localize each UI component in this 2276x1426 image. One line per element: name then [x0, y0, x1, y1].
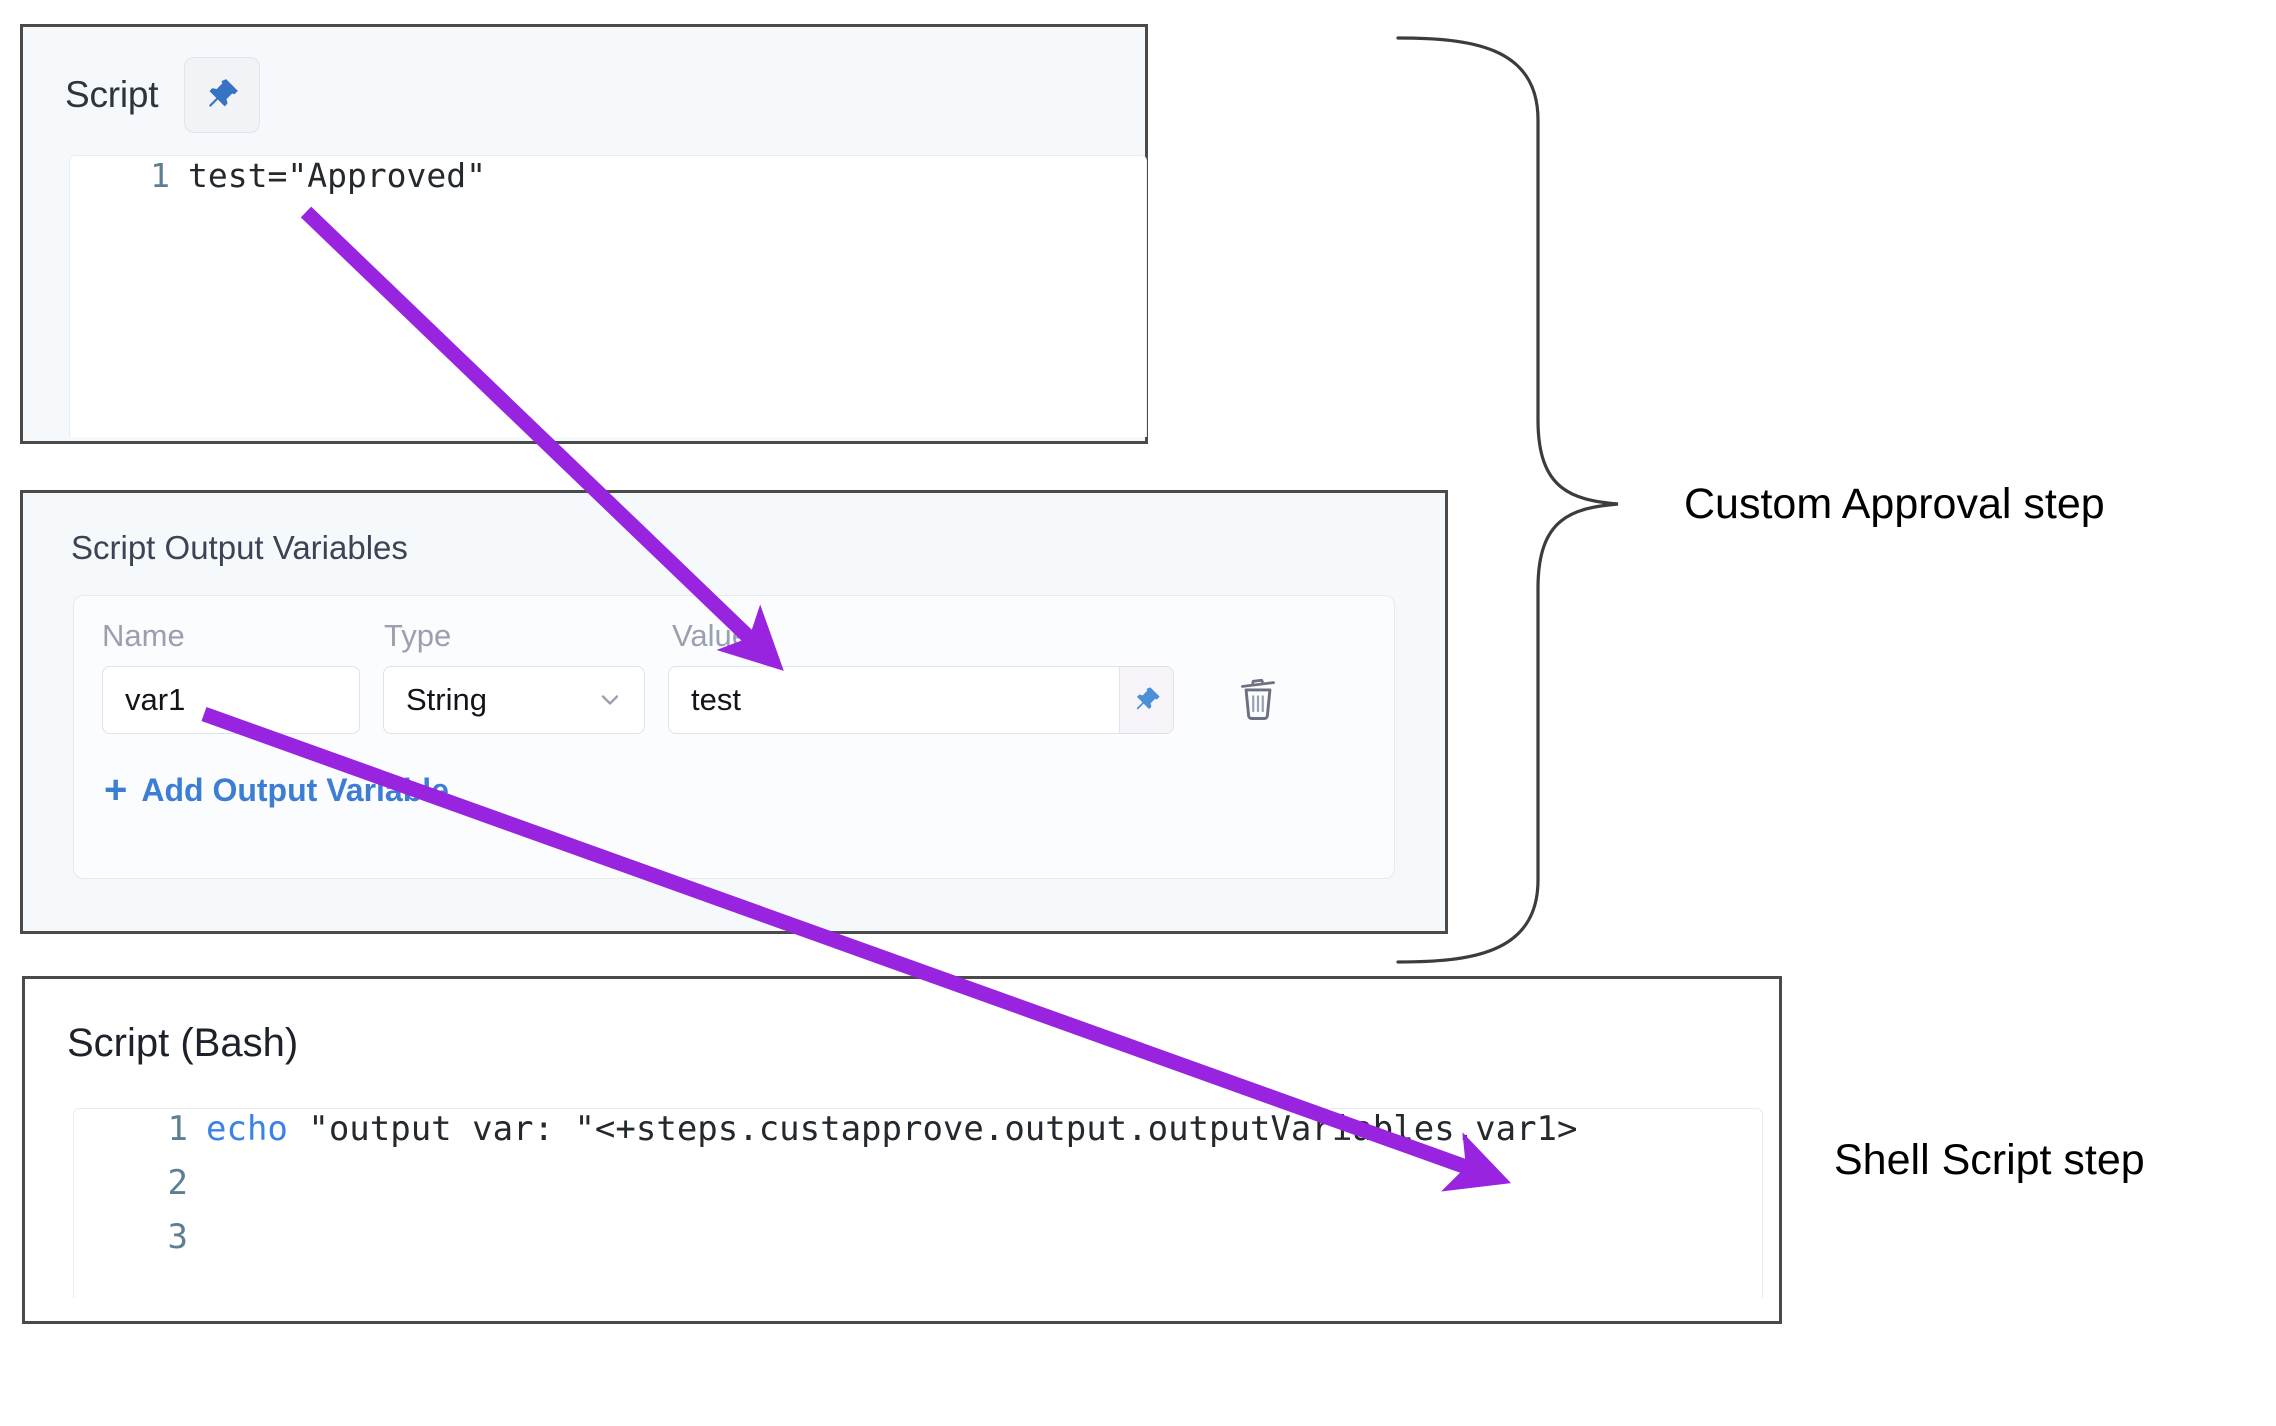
code-rest: "output var: "<+steps.custapprove.output… [287, 1109, 1578, 1149]
code-text: test="Approved" [188, 156, 487, 195]
pushpin-icon [209, 79, 239, 107]
value-pushpin-icon-button[interactable] [1119, 667, 1173, 733]
annotation-label-shell-script: Shell Script step [1834, 1136, 2145, 1184]
variable-type-value: String [406, 682, 487, 717]
chevron-down-icon [601, 695, 619, 705]
script-code-editor[interactable]: 1 test="Approved" [69, 155, 1147, 437]
column-headers: Name Type Value [74, 596, 1394, 654]
column-header-type: Type [384, 618, 452, 653]
script-panel: Script 1 test="Approved" [20, 24, 1148, 444]
variable-value-input[interactable]: test [669, 667, 1119, 733]
script-panel-header: Script [23, 27, 1145, 133]
output-variable-row: var1 String test [74, 654, 1394, 734]
script-panel-title: Script [65, 74, 159, 115]
column-header-value: Value [672, 618, 749, 653]
annotation-label-custom-approval: Custom Approval step [1684, 480, 2105, 528]
line-number: 1 [150, 156, 170, 195]
line-number: 3 [167, 1217, 188, 1257]
trash-icon [1241, 678, 1275, 720]
code-keyword: echo [206, 1109, 288, 1149]
add-output-variable-button[interactable]: + Add Output Variable [74, 734, 1394, 810]
code-line: 1 test="Approved" [70, 156, 1146, 210]
code-line: 3 [74, 1217, 1762, 1271]
bash-code-editor[interactable]: 1 echo "output var: "<+steps.custapprove… [73, 1108, 1763, 1298]
script-output-variables-panel: Script Output Variables Name Type Value … [20, 490, 1448, 934]
output-variables-card: Name Type Value var1 String test [73, 595, 1395, 879]
variable-type-select[interactable]: String [383, 666, 645, 734]
line-number: 1 [167, 1109, 188, 1149]
plus-icon: + [104, 768, 128, 812]
pushpin-icon-button[interactable] [184, 57, 261, 133]
add-output-variable-label: Add Output Variable [141, 771, 449, 808]
pushpin-icon [1136, 687, 1160, 710]
code-text: echo "output var: "<+steps.custapprove.o… [206, 1109, 1577, 1149]
variable-value-group: test [668, 666, 1174, 734]
column-header-name: Name [102, 618, 185, 653]
delete-variable-button[interactable] [1231, 670, 1285, 730]
bash-script-title: Script (Bash) [67, 1021, 299, 1065]
code-line: 1 echo "output var: "<+steps.custapprove… [74, 1109, 1762, 1163]
bash-script-panel: Script (Bash) 1 echo "output var: "<+ste… [22, 976, 1782, 1324]
line-number: 2 [167, 1163, 188, 1203]
script-output-variables-title: Script Output Variables [71, 529, 408, 566]
variable-name-input[interactable]: var1 [102, 666, 360, 734]
code-line: 2 [74, 1163, 1762, 1217]
